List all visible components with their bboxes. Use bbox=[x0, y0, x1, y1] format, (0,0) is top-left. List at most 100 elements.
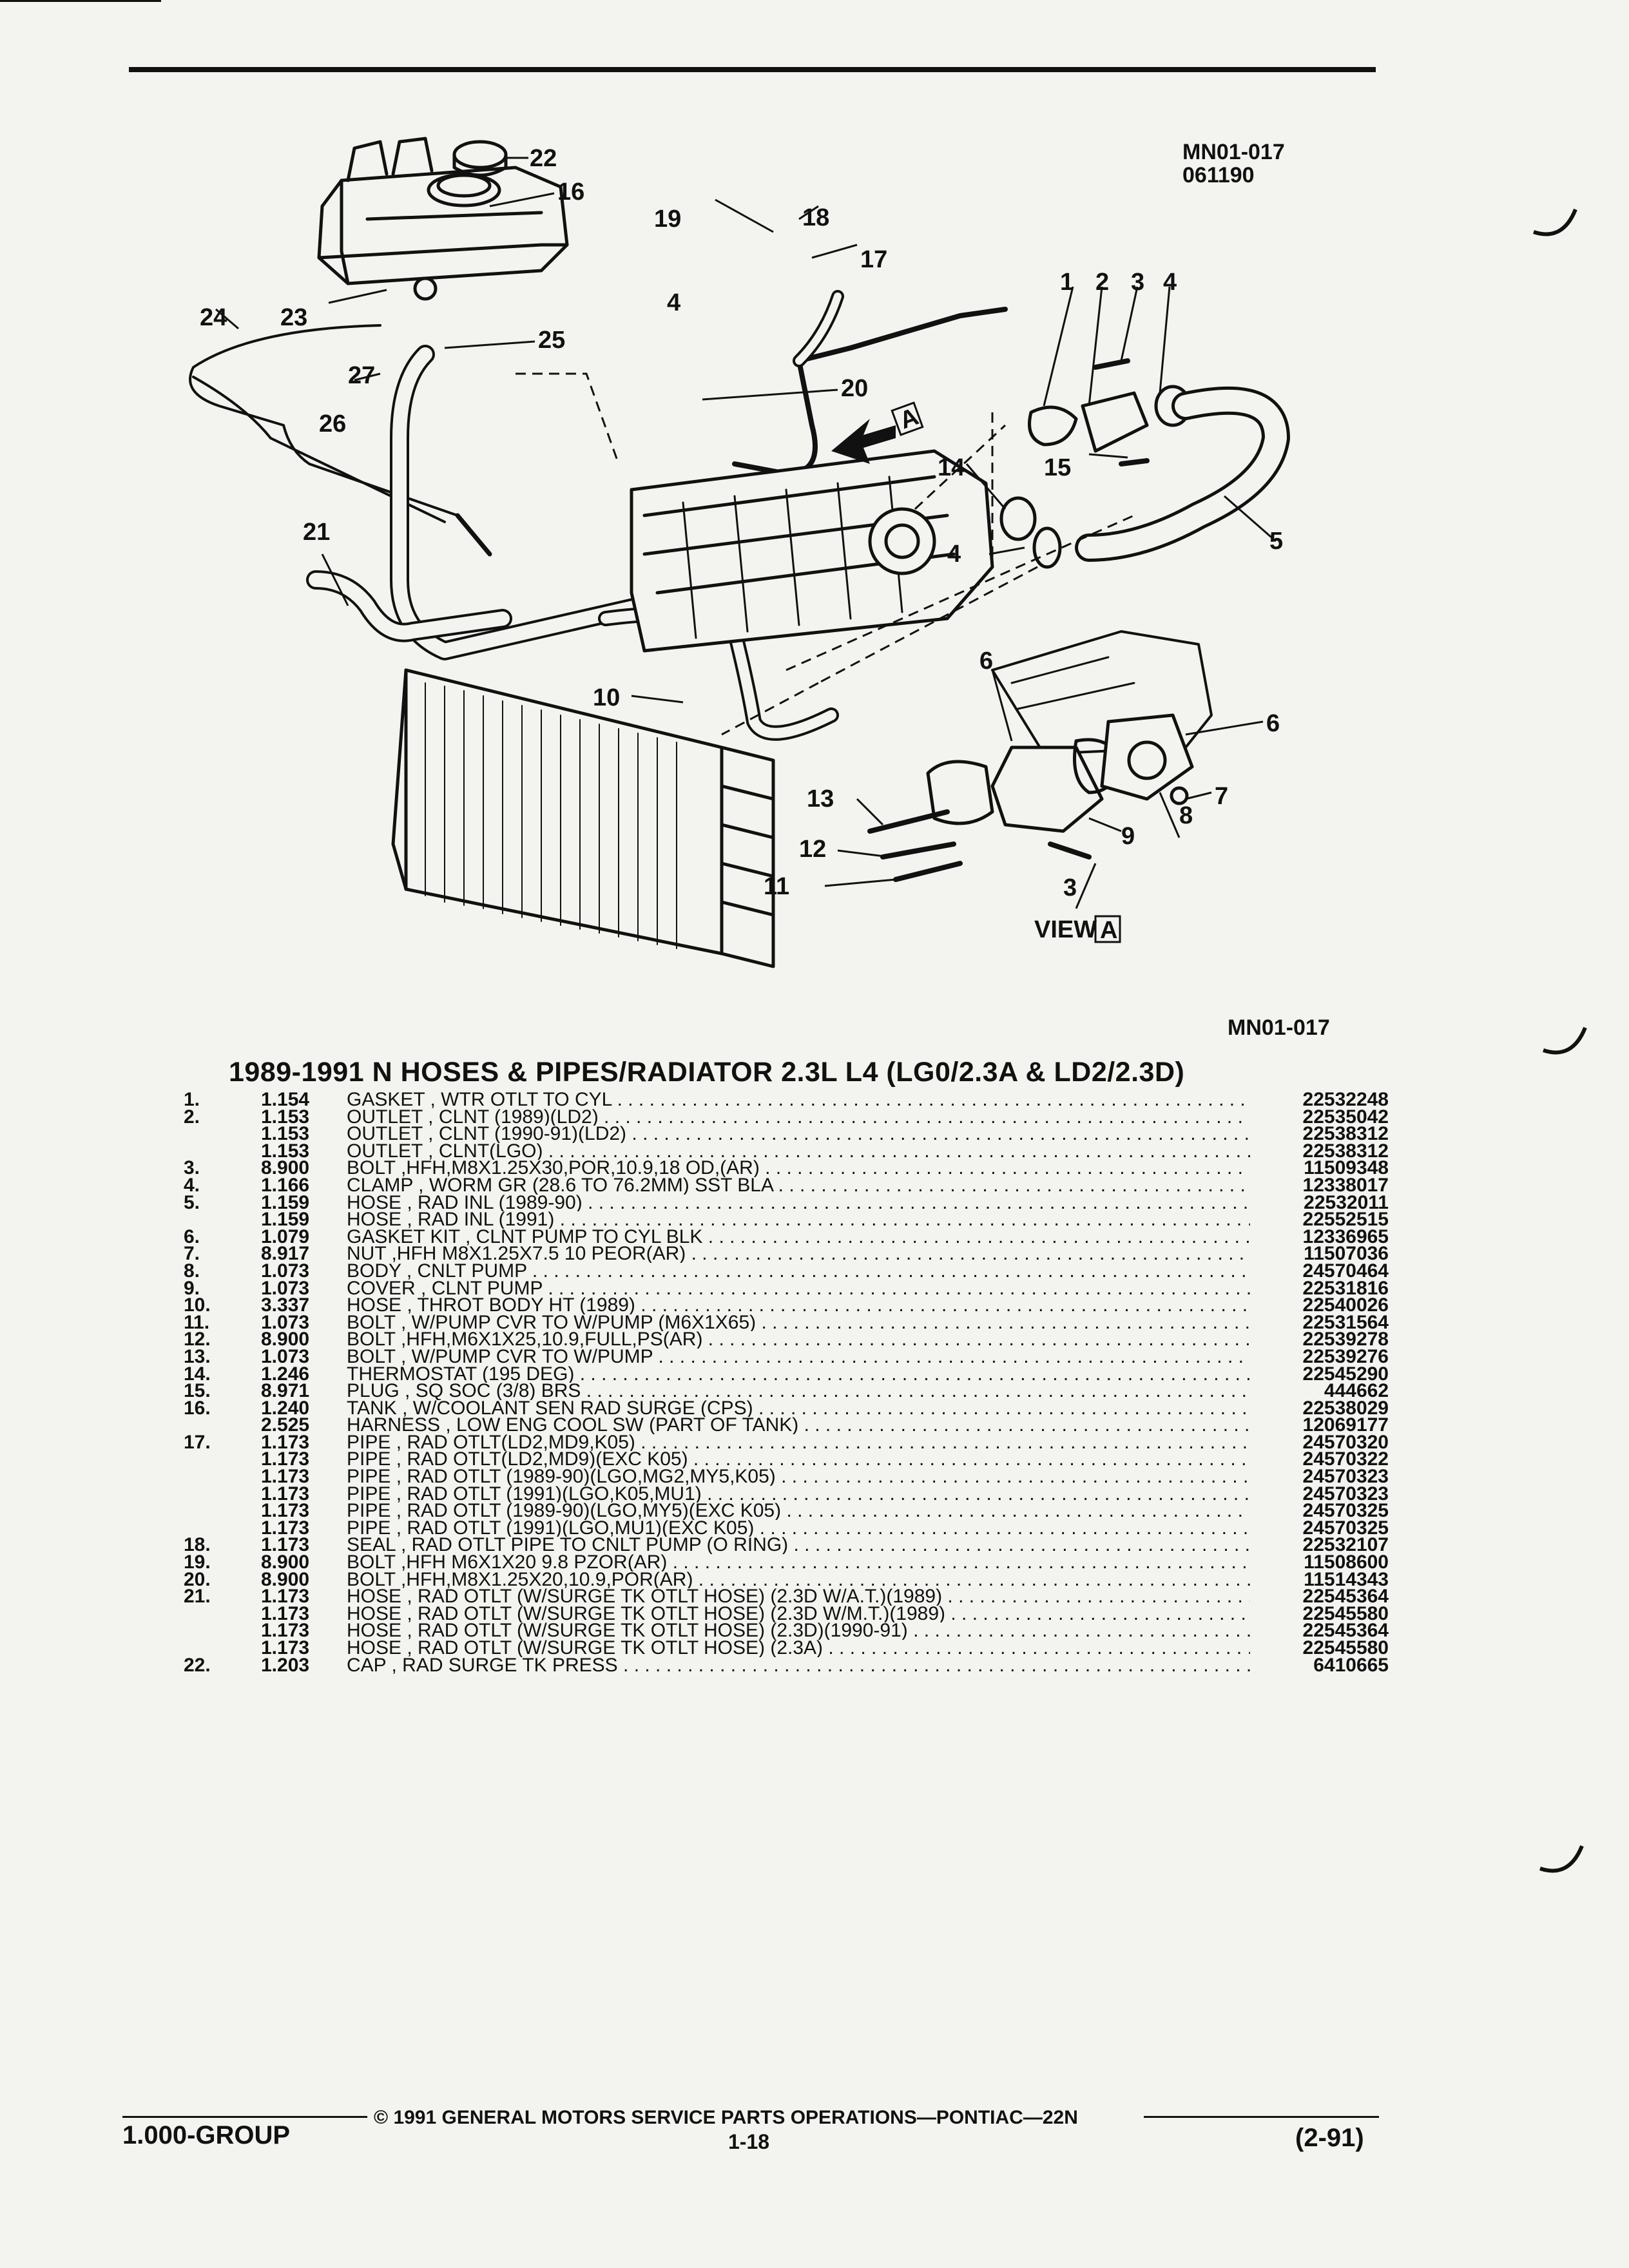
callout-26: 26 bbox=[319, 410, 346, 437]
part-name: HOSE bbox=[347, 1211, 402, 1229]
callout-20: 20 bbox=[841, 375, 868, 402]
part-name: PIPE bbox=[347, 1485, 391, 1503]
group-code: 1.154 bbox=[261, 1089, 310, 1110]
margin-tick-1 bbox=[1533, 208, 1577, 236]
part-description: , WTR OTLT TO CYL bbox=[430, 1091, 612, 1109]
dot-leader: . . . . . . . . . . . . . . . . . . . . … bbox=[617, 1091, 1250, 1109]
dot-leader: . . . . . . . . . . . . . . . . . . . . … bbox=[707, 1485, 1250, 1503]
part-number: 24570323 bbox=[1296, 1484, 1389, 1503]
group-code: 1.246 bbox=[261, 1363, 310, 1385]
callout-3-lower: 3 bbox=[1063, 874, 1077, 901]
part-description: , RAD OTLT (W/SURGE TK OTLT HOSE) (2.3D)… bbox=[407, 1622, 908, 1640]
part-number: 22545290 bbox=[1296, 1364, 1389, 1383]
callout-7: 7 bbox=[1215, 783, 1228, 810]
part-description: , SQ SOC (3/8) BRS bbox=[405, 1383, 581, 1400]
part-name: PLUG bbox=[347, 1383, 400, 1400]
part-number: 24570325 bbox=[1296, 1501, 1389, 1521]
dot-leader: . . . . . . . . . . . . . . . . . . . . … bbox=[623, 1657, 1250, 1675]
dot-leader: . . . . . . . . . . . . . . . . . . . . … bbox=[708, 1228, 1250, 1246]
dot-leader: . . . . . . . . . . . . . . . . . . . . … bbox=[950, 1605, 1250, 1623]
dot-leader: . . . . . . . . . . . . . . . . . . . . … bbox=[548, 1280, 1250, 1298]
part-name: HOSE bbox=[347, 1194, 402, 1212]
part-description: , THROT BODY HT (1989) bbox=[407, 1297, 635, 1314]
dot-leader: . . . . . . . . . . . . . . . . . . . . … bbox=[588, 1194, 1250, 1212]
callout-15: 15 bbox=[1044, 454, 1071, 481]
dot-leader: . . . . . . . . . . . . . . . . . . . . … bbox=[691, 1245, 1250, 1263]
part-name: BOLT bbox=[347, 1160, 396, 1177]
dot-leader: . . . . . . . . . . . . . . . . . . . . … bbox=[781, 1468, 1250, 1486]
dot-leader: . . . . . . . . . . . . . . . . . . . . … bbox=[532, 1262, 1250, 1280]
part-number: 22538312 bbox=[1296, 1142, 1389, 1160]
arrow-box-a bbox=[891, 401, 924, 436]
footer-rule-left bbox=[122, 2116, 367, 2118]
part-name: BOLT bbox=[347, 1571, 396, 1589]
callout-17: 17 bbox=[860, 246, 887, 273]
part-name: HOSE bbox=[347, 1297, 402, 1314]
part-number: 22538029 bbox=[1296, 1398, 1389, 1418]
part-description: ,HFH M8X1.25X7.5 10 PEOR(AR) bbox=[391, 1245, 686, 1263]
item-number: 9. bbox=[184, 1277, 200, 1299]
part-name: OUTLET bbox=[347, 1126, 423, 1143]
part-number: 22539276 bbox=[1296, 1347, 1389, 1366]
part-number: 22535042 bbox=[1296, 1107, 1389, 1126]
part-number: 22531816 bbox=[1296, 1278, 1389, 1298]
callout-23: 23 bbox=[280, 304, 307, 331]
item-number: 7. bbox=[184, 1243, 200, 1265]
group-code: 1.173 bbox=[261, 1620, 310, 1642]
callout-24: 24 bbox=[200, 304, 227, 331]
item-number: 2. bbox=[184, 1106, 200, 1128]
part-number: 12336965 bbox=[1296, 1227, 1389, 1246]
group-code: 1.159 bbox=[261, 1209, 310, 1231]
dot-leader: . . . . . . . . . . . . . . . . . . . . … bbox=[786, 1503, 1250, 1520]
item-number: 22. bbox=[184, 1654, 211, 1676]
group-code: 1.073 bbox=[261, 1277, 310, 1299]
part-description: , RAD SURGE TK PRESS bbox=[391, 1657, 618, 1675]
part-number: 24570323 bbox=[1296, 1467, 1389, 1486]
illustration-code-bottom: MN01-017 bbox=[1228, 1015, 1330, 1040]
item-number: 16. bbox=[184, 1397, 211, 1419]
part-description: , RAD OTLT (W/SURGE TK OTLT HOSE) (2.3A) bbox=[407, 1640, 824, 1657]
dot-leader: . . . . . . . . . . . . . . . . . . . . … bbox=[793, 1537, 1250, 1555]
callout-5: 5 bbox=[1269, 528, 1283, 555]
part-number: 22552515 bbox=[1296, 1210, 1389, 1229]
dot-leader: . . . . . . . . . . . . . . . . . . . . … bbox=[604, 1108, 1250, 1126]
part-name: PIPE bbox=[347, 1451, 391, 1469]
part-description: , RAD OTLT (W/SURGE TK OTLT HOSE) (2.3D … bbox=[407, 1605, 946, 1623]
group-code: 1.173 bbox=[261, 1448, 310, 1470]
part-number: 22532248 bbox=[1296, 1090, 1389, 1109]
part-name: BOLT bbox=[347, 1348, 396, 1366]
dot-leader: . . . . . . . . . . . . . . . . . . . . … bbox=[765, 1160, 1250, 1177]
part-description: , W/PUMP CVR TO W/PUMP bbox=[400, 1348, 653, 1366]
thermostat-drawing bbox=[999, 496, 1037, 541]
item-number: 6. bbox=[184, 1225, 200, 1247]
dot-leader: . . . . . . . . . . . . . . . . . . . . … bbox=[559, 1211, 1250, 1229]
callout-8: 8 bbox=[1179, 802, 1193, 829]
callout-6-left: 6 bbox=[979, 648, 993, 675]
group-code: 1.153 bbox=[261, 1140, 310, 1162]
part-number: 6410665 bbox=[1307, 1655, 1389, 1675]
item-number: 14. bbox=[184, 1363, 211, 1385]
dot-leader: . . . . . . . . . . . . . . . . . . . . … bbox=[698, 1571, 1250, 1589]
part-description: , LOW ENG COOL SW (PART OF TANK) bbox=[445, 1417, 799, 1434]
group-code: 1.203 bbox=[261, 1654, 310, 1676]
group-code: 8.917 bbox=[261, 1243, 310, 1265]
item-number: 11. bbox=[184, 1311, 210, 1333]
callout-3-upper: 3 bbox=[1131, 269, 1144, 296]
callout-21: 21 bbox=[303, 519, 330, 546]
part-name: HOSE bbox=[347, 1640, 402, 1657]
view-box-a-label: A bbox=[1100, 917, 1117, 944]
part-description: , RAD OTLT (1991)(LGO,MU1)(EXC K05) bbox=[396, 1519, 755, 1537]
